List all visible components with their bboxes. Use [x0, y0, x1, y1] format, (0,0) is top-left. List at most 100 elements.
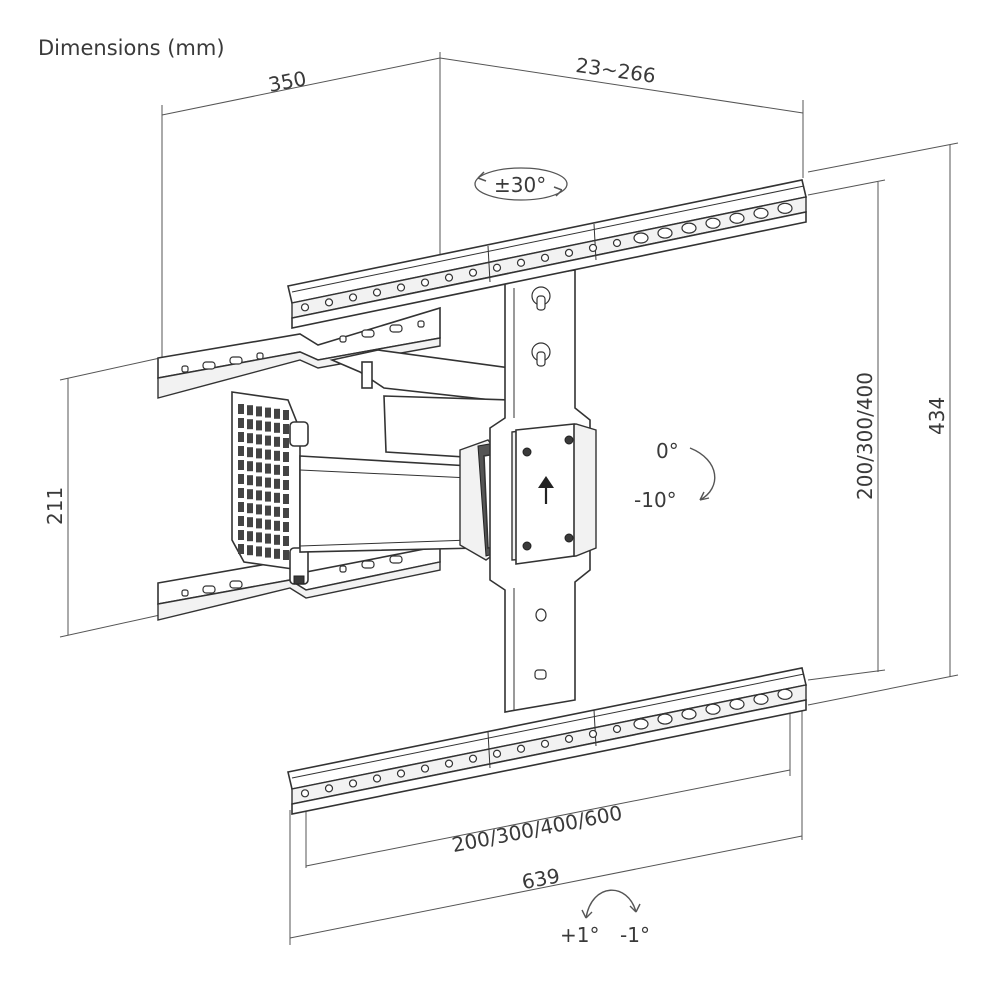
grid-cell [238, 544, 244, 554]
grid-cell [274, 520, 280, 531]
tilt-arrow-icon [689, 447, 716, 501]
tilt-top-label: 0° [656, 439, 679, 463]
rail-hole [516, 744, 526, 753]
swivel-indicator: ±30° [474, 167, 568, 201]
tv-adapter-plate [489, 269, 597, 713]
rail-hole [633, 718, 649, 730]
grid-cell [238, 502, 244, 512]
grid-cell [274, 478, 280, 489]
rail-hole [420, 764, 430, 773]
tilt-bottom-label: -10° [634, 488, 677, 512]
grid-cell [274, 450, 280, 461]
rail-hole [588, 729, 598, 739]
grid-cell [247, 517, 253, 528]
dimension-extension-label: 23~266 [574, 53, 657, 88]
keyhole-slot-2 [531, 342, 551, 367]
grid-cell [274, 548, 280, 559]
dimension-extension: 23~266 [439, 53, 804, 178]
grid-cell [265, 519, 271, 530]
rail-hole [372, 774, 382, 783]
grid-cell [283, 424, 289, 434]
grid-cell [247, 545, 253, 556]
grid-cell [247, 405, 253, 416]
swivel-label: ±30° [494, 173, 546, 197]
wall-plate-grid [238, 404, 289, 560]
top-rail-holes [300, 202, 793, 312]
grid-cell [274, 422, 280, 433]
grid-cell [265, 463, 271, 474]
dimension-depth-label: 350 [266, 66, 308, 97]
swivel-arrow-icon [474, 167, 568, 201]
dimension-width-label: 639 [520, 863, 562, 894]
rail-hole [729, 212, 745, 224]
top-vesa-rail [287, 179, 807, 329]
rail-hole [588, 243, 598, 253]
grid-cell [238, 446, 244, 456]
grid-cell [274, 408, 280, 419]
level-arrow-icon [585, 889, 637, 919]
rail-hole [612, 238, 622, 248]
grid-cell [274, 534, 280, 545]
rail-hole [300, 789, 310, 798]
rail-hole [681, 222, 697, 234]
grid-cell [247, 531, 253, 542]
grid-cell [256, 518, 262, 529]
grid-cell [274, 506, 280, 517]
grid-cell [256, 504, 262, 515]
rail-hole [492, 749, 502, 758]
level-plus-label: +1° [560, 923, 599, 947]
rail-hole [633, 232, 649, 244]
grid-cell [274, 492, 280, 503]
rail-hole [753, 693, 769, 705]
grid-cell [265, 505, 271, 516]
grid-cell [238, 474, 244, 484]
rail-hole [348, 293, 358, 302]
grid-cell [247, 433, 253, 444]
rail-hole [396, 769, 406, 778]
dimension-wall-plate-label: 211 [43, 487, 67, 525]
grid-cell [265, 547, 271, 558]
rail-hole [468, 268, 478, 277]
grid-cell [238, 432, 244, 442]
rail-hole [444, 273, 454, 282]
rail-hole [540, 253, 550, 262]
rail-hole [705, 703, 721, 715]
dimension-height-label: 434 [925, 397, 949, 435]
rail-hole [777, 202, 793, 214]
grid-cell [265, 533, 271, 544]
rail-hole [420, 278, 430, 287]
grid-cell [283, 452, 289, 462]
grid-cell [256, 434, 262, 445]
grid-cell [247, 447, 253, 458]
grid-cell [256, 462, 262, 473]
rail-hole [444, 759, 454, 768]
rail-hole [348, 779, 358, 788]
rail-hole [468, 754, 478, 763]
grid-cell [238, 488, 244, 498]
grid-cell [256, 420, 262, 431]
dimension-vertical-vesa: 200/300/400 [807, 179, 886, 681]
rail-hole [729, 698, 745, 710]
wall-plate-holes-top [181, 320, 425, 373]
grid-cell [274, 436, 280, 447]
level-indicator: +1° -1° [560, 889, 650, 947]
grid-cell [238, 530, 244, 540]
grid-cell [256, 476, 262, 487]
rail-hole [657, 713, 673, 725]
grid-cell [256, 490, 262, 501]
level-minus-label: -1° [620, 923, 650, 947]
rail-hole [753, 207, 769, 219]
rail-hole [564, 248, 574, 257]
dimension-depth: 350 [161, 52, 441, 360]
tilt-indicator: 0° -10° [634, 439, 716, 512]
grid-cell [283, 494, 289, 504]
rail-hole [324, 784, 334, 793]
rail-hole [324, 298, 334, 307]
rail-hole [516, 258, 526, 267]
articulating-arm [299, 349, 516, 561]
diagram-title: Dimensions (mm) [38, 36, 225, 60]
grid-cell [256, 406, 262, 417]
grid-cell [283, 536, 289, 546]
grid-cell [256, 546, 262, 557]
